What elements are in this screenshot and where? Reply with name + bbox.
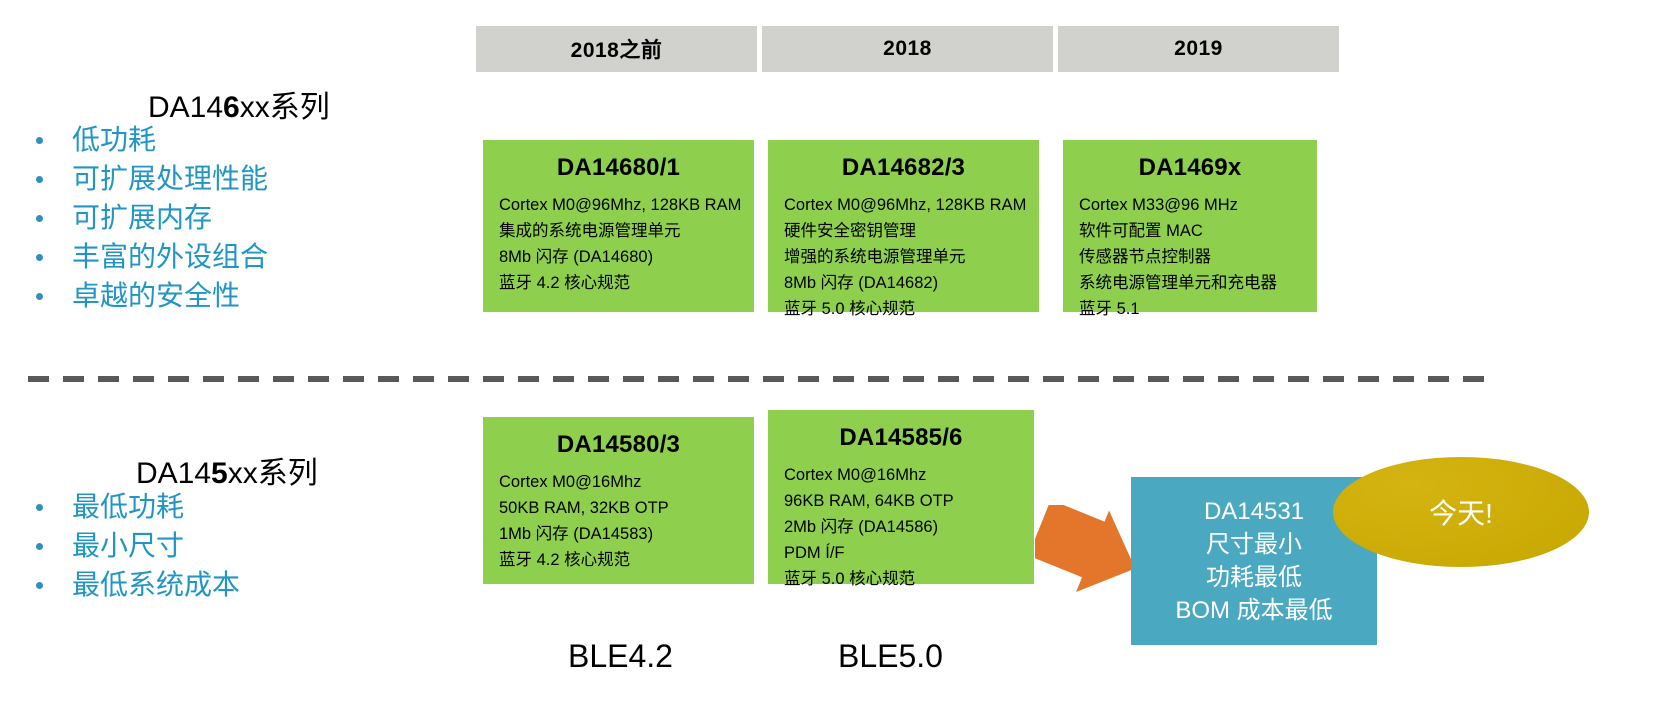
list-item: 可扩展内存: [20, 198, 268, 237]
product-spec-line: Cortex M0@96Mhz, 128KB RAM: [784, 196, 1027, 214]
product-spec-line: 系统电源管理单元和充电器: [1079, 274, 1277, 292]
product-spec-line: Cortex M0@16Mhz: [499, 473, 642, 491]
series-5xx-bullets: 最低功耗 最小尺寸 最低系统成本: [20, 487, 240, 604]
product-spec-line: 蓝牙 5.1: [1079, 300, 1140, 318]
product-card-title: DA14680/1: [556, 154, 681, 181]
series-5xx-title-prefix: DA14: [136, 457, 212, 490]
highlight-line: 功耗最低: [1206, 564, 1302, 591]
product-spec-line: 集成的系统电源管理单元: [499, 222, 681, 240]
list-item: 最低功耗: [20, 487, 240, 526]
highlight-line: DA14531: [1203, 498, 1305, 525]
product-spec-line: 8Mb 闪存 (DA14680): [499, 248, 654, 266]
product-card-da1469x: DA1469x Cortex M33@96 MHz 软件可配置 MAC 传感器节…: [1063, 140, 1317, 318]
series-6xx-title: DA146xx系列: [148, 82, 330, 126]
list-item: 最小尺寸: [20, 526, 240, 565]
footer-label-ble50: BLE5.0: [838, 638, 943, 674]
product-spec-line: 蓝牙 5.0 核心规范: [784, 300, 916, 318]
product-spec-line: Cortex M0@96Mhz, 128KB RAM: [499, 196, 742, 214]
list-item: 低功耗: [20, 120, 268, 159]
product-card-title: DA14580/3: [556, 431, 681, 458]
product-spec-line: 传感器节点控制器: [1079, 248, 1211, 266]
product-spec-line: 硬件安全密钥管理: [784, 222, 916, 240]
right-down-arrow-icon: [1035, 505, 1136, 593]
footer-label-ble42: BLE4.2: [568, 638, 673, 674]
highlight-line: 尺寸最小: [1206, 531, 1302, 558]
product-spec-line: 蓝牙 5.0 核心规范: [784, 570, 916, 588]
product-spec-line: 8Mb 闪存 (DA14682): [784, 274, 939, 292]
product-spec-line: Cortex M33@96 MHz: [1079, 196, 1238, 214]
series-5xx-title: DA145xx系列: [136, 448, 318, 492]
product-card-title: DA1469x: [1138, 154, 1242, 181]
list-item: 可扩展处理性能: [20, 159, 268, 198]
today-badge: 今天!: [1333, 457, 1589, 567]
product-card-da14580: DA14580/3 Cortex M0@16Mhz 50KB RAM, 32KB…: [483, 417, 754, 584]
product-spec-line: PDM Í/F: [784, 544, 845, 562]
timeline-header-2018-before: 2018之前: [476, 26, 757, 72]
series-6xx-bullets: 低功耗 可扩展处理性能 可扩展内存 丰富的外设组合 卓越的安全性: [20, 120, 268, 315]
product-spec-line: 1Mb 闪存 (DA14583): [499, 525, 654, 543]
series-5xx-title-suffix: xx系列: [227, 457, 318, 490]
product-spec-line: 增强的系统电源管理单元: [784, 248, 966, 266]
highlight-line: BOM 成本最低: [1175, 597, 1333, 624]
series-6xx-title-digit: 6: [223, 91, 240, 124]
timeline-header-label: 2018: [883, 37, 932, 60]
product-card-title: DA14682/3: [841, 154, 966, 181]
timeline-header-2018: 2018: [762, 26, 1053, 72]
product-card-da14682: DA14682/3 Cortex M0@96Mhz, 128KB RAM 硬件安…: [768, 140, 1039, 318]
product-card-title: DA14585/6: [839, 424, 963, 451]
timeline-header-label: 2019: [1174, 37, 1223, 60]
product-spec-line: 蓝牙 4.2 核心规范: [499, 551, 631, 569]
list-item: 卓越的安全性: [20, 276, 268, 315]
list-item: 丰富的外设组合: [20, 237, 268, 276]
product-card-da14585: DA14585/6 Cortex M0@16Mhz 96KB RAM, 64KB…: [768, 410, 1034, 588]
timeline-header-label: 2018之前: [570, 39, 663, 62]
series-6xx-title-prefix: DA14: [148, 91, 224, 124]
timeline-header-2019: 2019: [1058, 26, 1339, 72]
product-spec-line: 蓝牙 4.2 核心规范: [499, 274, 631, 292]
product-spec-line: 2Mb 闪存 (DA14586): [784, 518, 939, 536]
product-card-da14680: DA14680/1 Cortex M0@96Mhz, 128KB RAM 集成的…: [483, 140, 754, 312]
product-spec-line: 96KB RAM, 64KB OTP: [784, 492, 954, 510]
series-5xx-title-digit: 5: [211, 457, 228, 490]
series-6xx-title-suffix: xx系列: [239, 91, 330, 124]
product-spec-line: 软件可配置 MAC: [1079, 222, 1203, 240]
today-badge-label: 今天!: [1429, 498, 1493, 529]
product-spec-line: Cortex M0@16Mhz: [784, 466, 927, 484]
product-spec-line: 50KB RAM, 32KB OTP: [499, 499, 669, 517]
list-item: 最低系统成本: [20, 565, 240, 604]
section-divider: [28, 376, 1488, 382]
